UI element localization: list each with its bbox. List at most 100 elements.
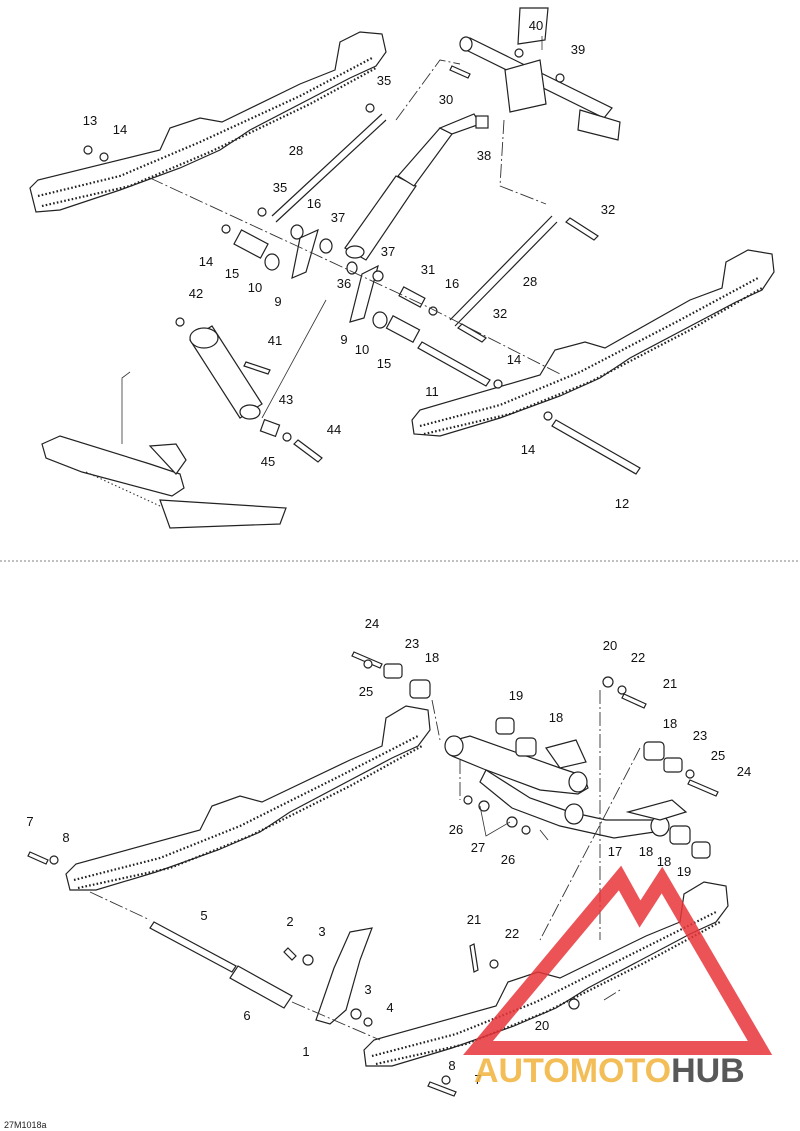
callout-4: 4	[386, 1000, 393, 1015]
upper-cross-shaft	[459, 7, 621, 141]
alignment-line-e	[431, 699, 549, 841]
callout-11: 11	[425, 384, 439, 399]
callout-14: 14	[507, 352, 521, 367]
callout-23: 23	[693, 728, 707, 743]
callout-23: 23	[405, 636, 419, 651]
washer-3b	[350, 1008, 362, 1020]
nut-39	[555, 73, 565, 83]
bottom-assembly: 24 23 18 25 20 22 21 19 18 18 23 25 24 2…	[26, 616, 751, 1097]
watermark-text: AUTOMOTOHUB	[474, 1052, 745, 1090]
callout-26: 26	[449, 822, 463, 837]
callout-19: 19	[509, 688, 523, 703]
callout-36: 36	[337, 276, 351, 291]
callout-18: 18	[639, 844, 653, 859]
shaft-5	[149, 921, 237, 973]
spacer-15a	[233, 229, 269, 259]
center-shock-absorber	[344, 113, 481, 261]
callout-30: 30	[439, 92, 453, 107]
washer-14d	[543, 411, 553, 421]
callout-18: 18	[663, 716, 677, 731]
bolt-2	[283, 947, 297, 961]
left-slide-rail-bottom	[65, 705, 431, 891]
callout-10: 10	[355, 342, 369, 357]
callout-14: 14	[521, 442, 535, 457]
washer-14a	[99, 152, 109, 162]
callout-9: 9	[274, 294, 281, 309]
nut-27a	[478, 800, 490, 812]
callout-38: 38	[477, 148, 491, 163]
callout-3: 3	[318, 924, 325, 939]
spacer-31	[398, 286, 426, 308]
callout-37: 37	[381, 244, 395, 259]
callout-1: 1	[302, 1044, 309, 1059]
nut-35b	[257, 207, 267, 217]
link-rod-upper	[271, 113, 383, 217]
callout-20: 20	[603, 638, 617, 653]
watermark-brand-part2: HUB	[671, 1052, 745, 1090]
callout-18: 18	[549, 710, 563, 725]
bolt-21a	[621, 693, 647, 709]
callout-32: 32	[493, 306, 507, 321]
washer-37a	[319, 238, 333, 254]
callout-22: 22	[631, 650, 645, 665]
callout-8: 8	[62, 830, 69, 845]
bolt-21b	[469, 943, 479, 973]
washer-14b	[221, 224, 231, 234]
washer-26b	[521, 825, 531, 835]
callout-42: 42	[189, 286, 203, 301]
callout-25: 25	[359, 684, 373, 699]
callout-16: 16	[307, 196, 321, 211]
callout-7: 7	[474, 1072, 481, 1087]
washer-16a	[290, 224, 304, 240]
bolt-12	[551, 419, 641, 475]
bushing-10a	[264, 253, 280, 271]
callout-14: 14	[199, 254, 213, 269]
nut-35a	[365, 103, 375, 113]
callout-24: 24	[365, 616, 379, 631]
bracket-1	[315, 927, 373, 1025]
rear-shock-absorber	[175, 317, 323, 463]
bushing-19b	[691, 841, 711, 859]
bushing-23a	[383, 663, 403, 679]
spacer-6	[229, 965, 293, 1009]
callout-16: 16	[445, 276, 459, 291]
callout-14: 14	[113, 122, 127, 137]
right-slide-rail-bottom	[363, 881, 729, 1067]
callout-43: 43	[279, 392, 293, 407]
leader-27	[479, 805, 511, 837]
bushing-18e	[669, 825, 691, 845]
callout-13: 13	[83, 113, 97, 128]
nut-27b	[506, 816, 518, 828]
callout-18: 18	[657, 854, 671, 869]
nut-4	[363, 1017, 373, 1027]
arm-left	[291, 228, 319, 280]
washer-37b	[372, 270, 384, 282]
alignment-line-d	[89, 891, 381, 1041]
top-callouts: 13 14 35 28 35 16 37 37 36 14 15 10 9 40…	[83, 18, 629, 511]
callout-15: 15	[225, 266, 239, 281]
bushing-19a	[495, 717, 515, 735]
callout-44: 44	[327, 422, 341, 437]
washer-25a	[363, 659, 373, 669]
washer-14c	[493, 379, 503, 389]
bushing-10b	[372, 311, 388, 329]
callout-24: 24	[737, 764, 751, 779]
arrow-shock-to-link	[261, 299, 327, 419]
washer-22b	[489, 959, 499, 969]
washer-26a	[463, 795, 473, 805]
spacer-15b	[385, 314, 421, 344]
link-rod-lower-edge	[454, 221, 558, 327]
left-slide-rail-top	[29, 31, 387, 213]
link-rod-lower	[449, 215, 553, 321]
callout-26: 26	[501, 852, 515, 867]
bolt-32b	[457, 323, 487, 343]
washer-8b	[441, 1075, 451, 1085]
nut-22a	[617, 685, 627, 695]
callout-3: 3	[364, 982, 371, 997]
bolt-7b	[427, 1081, 457, 1097]
callout-6: 6	[243, 1008, 250, 1023]
callout-9: 9	[340, 332, 347, 347]
nut-40	[514, 48, 524, 58]
washer-8a	[49, 855, 59, 865]
